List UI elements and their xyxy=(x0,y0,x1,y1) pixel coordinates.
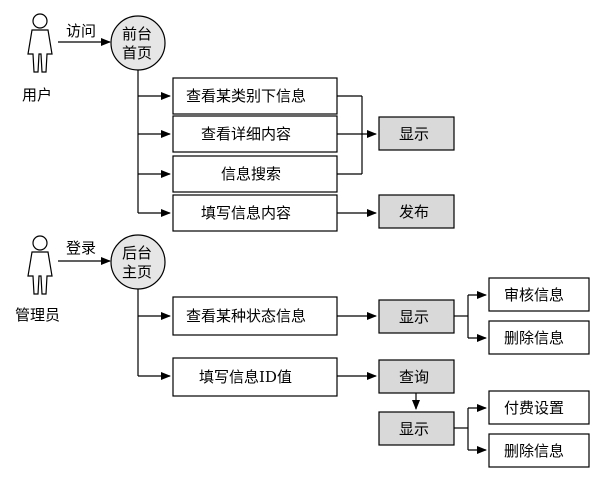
fill-info-text: 填写信息内容 xyxy=(201,204,291,222)
admin-label: 管理员 xyxy=(15,306,60,324)
back-home-line1: 后台 xyxy=(122,244,152,262)
back-home-line2: 主页 xyxy=(122,263,152,281)
show-text: 显示 xyxy=(399,125,429,143)
publish-box xyxy=(378,194,455,229)
login-label: 登录 xyxy=(66,239,96,257)
delete-text-1: 删除信息 xyxy=(504,329,564,347)
id-input-box xyxy=(172,357,338,397)
id-input-text: 填写信息ID值 xyxy=(199,368,292,386)
view-detail-box xyxy=(172,115,338,153)
front-home-line2: 首页 xyxy=(122,44,152,62)
front-home-line1: 前台 xyxy=(122,25,152,43)
status-info-text: 查看某种状态信息 xyxy=(186,307,306,325)
view-detail-text: 查看详细内容 xyxy=(201,125,291,143)
show-box xyxy=(378,116,455,151)
pay-setting-box xyxy=(488,390,590,425)
user-actor-icon xyxy=(27,13,53,73)
fill-info-box xyxy=(172,194,338,232)
visit-label: 访问 xyxy=(66,22,96,40)
delete-box-1 xyxy=(488,320,590,355)
review-text: 审核信息 xyxy=(504,286,564,304)
review-box xyxy=(488,277,590,312)
delete-text-2: 删除信息 xyxy=(504,442,564,460)
publish-text: 发布 xyxy=(399,203,429,221)
admin-actor-icon xyxy=(27,235,53,295)
query-box xyxy=(378,359,455,394)
search-text: 信息搜索 xyxy=(221,165,281,183)
admin-show-text-2: 显示 xyxy=(399,420,429,438)
browse-category-text: 查看某类别下信息 xyxy=(186,87,306,105)
user-label: 用户 xyxy=(22,86,52,104)
pay-setting-text: 付费设置 xyxy=(504,399,564,417)
search-box xyxy=(172,155,338,193)
admin-show-text: 显示 xyxy=(399,308,429,326)
delete-box-2 xyxy=(488,433,590,468)
query-text: 查询 xyxy=(399,368,429,386)
